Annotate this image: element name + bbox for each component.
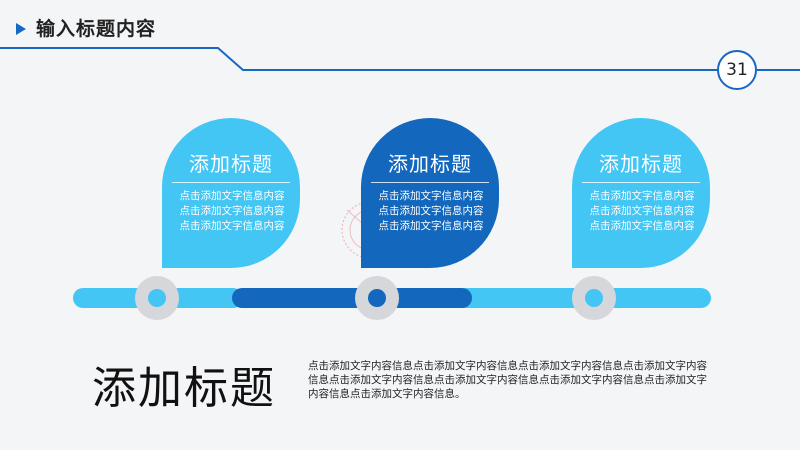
header-divider-lines xyxy=(0,47,800,71)
card-divider xyxy=(172,182,290,183)
card-text: 点击添加文字信息内容 点击添加文字信息内容 点击添加文字信息内容 xyxy=(589,190,695,232)
card-title: 添加标题 xyxy=(599,152,683,176)
card-2: 添加标题 点击添加文字信息内容 点击添加文字信息内容 点击添加文字信息内容 xyxy=(361,118,499,268)
card-title: 添加标题 xyxy=(388,152,472,176)
card-text: 点击添加文字信息内容 点击添加文字信息内容 点击添加文字信息内容 xyxy=(378,190,484,232)
card-title: 添加标题 xyxy=(189,152,273,176)
timeline-node-1 xyxy=(135,276,179,320)
timeline-node-3 xyxy=(572,276,616,320)
main-description: 点击添加文字内容信息点击添加文字内容信息点击添加文字内容信息点击添加文字内容信息… xyxy=(308,360,707,400)
timeline-segment-2 xyxy=(232,288,472,308)
header-triangle-icon xyxy=(16,23,26,35)
header-title: 输入标题内容 xyxy=(36,18,157,40)
card-divider xyxy=(582,182,700,183)
node-dot xyxy=(585,289,603,307)
main-title: 添加标题 xyxy=(92,363,276,414)
timeline-node-2 xyxy=(355,276,399,320)
node-dot xyxy=(368,289,386,307)
node-dot xyxy=(148,289,166,307)
page-number-badge: 31 xyxy=(717,50,757,90)
card-3: 添加标题 点击添加文字信息内容 点击添加文字信息内容 点击添加文字信息内容 xyxy=(572,118,710,268)
card-divider xyxy=(371,182,489,183)
card-1: 添加标题 点击添加文字信息内容 点击添加文字信息内容 点击添加文字信息内容 xyxy=(162,118,300,268)
card-text: 点击添加文字信息内容 点击添加文字信息内容 点击添加文字信息内容 xyxy=(179,190,285,232)
